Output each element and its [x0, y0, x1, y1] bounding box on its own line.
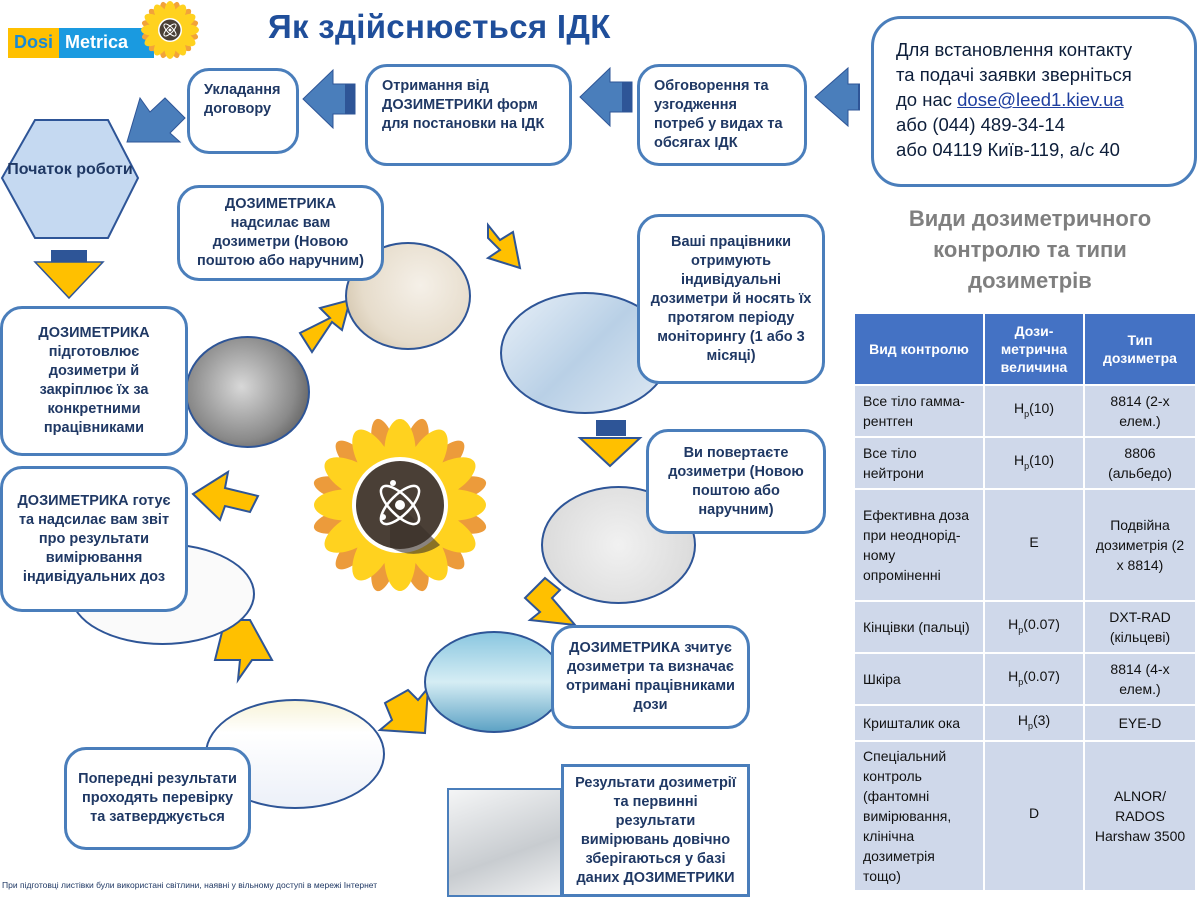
quantity-symbol: D	[1028, 805, 1040, 822]
step-workers-wear: Ваші працівники отримують індивідуальні …	[637, 214, 825, 384]
cell-dosimeter-type: 8806 (альбедо)	[1083, 436, 1197, 490]
quantity-symbol: H	[1008, 668, 1019, 685]
cell-dosimeter-type: 8814 (2-х елем.)	[1083, 384, 1197, 438]
logo-dosi: Dosi	[8, 28, 60, 58]
sunflower-atom-icon	[313, 418, 487, 592]
step-prepare: ДОЗИМЕТРИКА підготовлює дозиметри й закр…	[0, 306, 188, 456]
table-row: Кінцівки (пальці)Hp(0.07)DXT-RAD (кільце…	[853, 600, 1197, 654]
cell-quantity: Hp(3)	[983, 704, 1085, 742]
footer-note: При підготовці листівки були використані…	[2, 880, 378, 890]
quantity-subscript: p	[1024, 460, 1030, 471]
step-read: ДОЗИМЕТРИКА зчитує дозиметри та визначає…	[551, 625, 750, 729]
reader-photo	[185, 336, 310, 448]
cell-quantity: D	[983, 740, 1085, 892]
cell-control-type: Все тіло нейтрони	[853, 436, 985, 490]
quantity-subscript: p	[1024, 408, 1030, 419]
cell-control-type: Кінцівки (пальці)	[853, 600, 985, 654]
quantity-argument: (10)	[1029, 452, 1055, 469]
cell-quantity: Hp(10)	[983, 384, 1085, 438]
sunflower-logo-icon	[141, 1, 199, 59]
table-row: Ефективна доза при неоднорід-ному опромі…	[853, 488, 1197, 602]
arrow-to-check-icon	[377, 684, 430, 735]
cell-control-type: Спеціальний контроль (фантомні вимірюван…	[853, 740, 985, 892]
step-report: ДОЗИМЕТРИКА готує та надсилає вам звіт п…	[0, 466, 188, 612]
email-link[interactable]: dose@leed1.kiev.ua	[957, 89, 1124, 110]
cell-control-type: Все тіло гамма-рентген	[853, 384, 985, 438]
cell-control-type: Шкіра	[853, 652, 985, 706]
contact-box: Для встановлення контакту та подачі заяв…	[871, 16, 1197, 187]
server-room-photo	[447, 788, 562, 897]
contact-phone: або (044) 489-34-14	[896, 114, 1065, 135]
arrow-to-send-icon	[298, 298, 352, 354]
arrow-left-2-icon	[579, 66, 633, 128]
tld-reader-photo	[424, 631, 564, 733]
step-forms: Отримання від ДОЗИМЕТРИКИ форм для поста…	[365, 64, 572, 166]
quantity-subscript: p	[1018, 624, 1024, 635]
page-title: Як здійснюється ІДК	[268, 8, 611, 45]
quantity-symbol: H	[1017, 712, 1028, 729]
cell-quantity: Hp(0.07)	[983, 600, 1085, 654]
cell-dosimeter-type: 8814 (4-х елем.)	[1083, 652, 1197, 706]
cell-control-type: Ефективна доза при неоднорід-ному опромі…	[853, 488, 985, 602]
cell-control-type: Кришталик ока	[853, 704, 985, 742]
quantity-symbol: H	[1008, 616, 1019, 633]
cell-quantity: Hp(10)	[983, 436, 1085, 490]
cell-dosimeter-type: ALNOR/ RADOS Harshaw 3500	[1083, 740, 1197, 892]
table-row: Спеціальний контроль (фантомні вимірюван…	[853, 740, 1197, 892]
step-store: Результати дозиметрії та первинні резуль…	[561, 764, 750, 897]
arrow-down-start-icon	[33, 250, 105, 300]
quantity-argument: (0.07)	[1023, 668, 1060, 685]
start-label: Початок роботи	[7, 161, 133, 178]
cell-dosimeter-type: DXT-RAD (кільцеві)	[1083, 600, 1197, 654]
quantity-symbol: E	[1029, 534, 1039, 551]
arrow-left-3-icon	[302, 68, 356, 130]
contact-address: або 04119 Київ-119, а/с 40	[896, 139, 1120, 160]
header-control-type: Вид контролю	[853, 312, 985, 386]
cell-quantity: Hp(0.07)	[983, 652, 1085, 706]
step-discussion: Обговорення та узгодження потреб у видах…	[637, 64, 807, 166]
quantity-subscript: p	[1027, 720, 1033, 731]
step-return: Ви повертаєте дозиметри (Новою поштою аб…	[646, 429, 826, 534]
table-title: Види дозиметричного контролю та типи доз…	[908, 206, 1152, 293]
cell-dosimeter-type: Подвійна дозиметрія (2 х 8814)	[1083, 488, 1197, 602]
header-quantity: Дози-метрична величина	[983, 312, 1085, 386]
quantity-symbol: H	[1013, 400, 1025, 417]
quantity-subscript: p	[1018, 676, 1024, 687]
step-check: Попередні результати проходять перевірку…	[64, 747, 251, 850]
arrow-to-workers-icon	[485, 222, 522, 270]
logo-metrica: Metrica	[59, 28, 155, 58]
start-hexagon	[0, 119, 140, 239]
logo: Dosi Metrica	[8, 28, 155, 58]
quantity-argument: (10)	[1029, 400, 1055, 417]
dosimetry-types-table: Вид контролю Дози-метрична величина Тип …	[853, 312, 1197, 892]
quantity-symbol: H	[1013, 452, 1025, 469]
contact-line-3: до нас	[896, 89, 958, 110]
cell-dosimeter-type: EYE-D	[1083, 704, 1197, 742]
arrow-down-return-icon	[577, 420, 643, 468]
arrow-left-1-icon	[814, 66, 860, 128]
quantity-argument: (3)	[1033, 712, 1051, 729]
step-send-dosimeters: ДОЗИМЕТРИКА надсилає вам дозиметри (Ново…	[177, 185, 384, 281]
quantity-argument: (0.07)	[1023, 616, 1060, 633]
contact-line-2: та подачі заявки зверніться	[896, 64, 1132, 85]
contact-line-1: Для встановлення контакту	[896, 39, 1133, 60]
step-contract: Укладання договору	[187, 68, 299, 154]
cell-quantity: E	[983, 488, 1085, 602]
header-dosimeter-type: Тип дозиметра	[1083, 312, 1197, 386]
arrow-to-prepare-icon	[191, 469, 260, 522]
